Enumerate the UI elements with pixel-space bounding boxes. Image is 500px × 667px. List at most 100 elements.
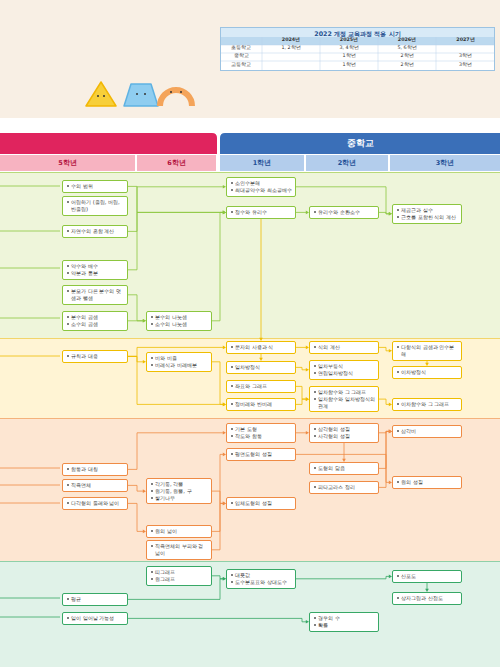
topic-box: 일차방정식 (226, 361, 296, 374)
table-cell: 초등학교 (231, 46, 251, 51)
connector-line (128, 320, 143, 321)
node-text: 일차부등식 (313, 363, 375, 370)
topic-box: 다항식의 곱셈과 인수분해 (392, 341, 462, 361)
top-ground (0, 0, 500, 118)
connector-line (296, 454, 389, 482)
connector-line (296, 399, 306, 404)
node-text: 띠그래프 (150, 569, 208, 576)
node-text: 일차방정식 (230, 364, 292, 371)
node-text: 일차함수와 일차방정식의 관계 (313, 396, 375, 410)
connector-line (128, 186, 223, 212)
node-text: 최대공약수와 최소공배수 (230, 187, 292, 194)
connector-line (379, 399, 389, 404)
connector (379, 212, 392, 216)
node-text: 정비례와 반비례 (230, 401, 292, 408)
node-text: 확률 (313, 622, 375, 629)
topic-box: 입체도형의 성질 (226, 497, 296, 510)
band-edge (0, 172, 500, 173)
connector-line (427, 583, 428, 589)
node-text: 원의 넓이 (150, 528, 208, 535)
topic-box: 약수와 배수약분과 통분 (62, 260, 128, 280)
table-year: 2026년 (398, 38, 416, 43)
node-text: 1학년 (253, 159, 272, 167)
node-text: 분수의 나눗셈 (150, 314, 208, 321)
connector (128, 295, 146, 323)
connector (212, 211, 226, 321)
connector-line (427, 361, 428, 364)
node-text: 유리수와 순환소수 (313, 209, 375, 216)
topic-box: 평균 (62, 593, 128, 606)
node-text: 제곱근과 실수 (396, 207, 458, 214)
node-text: 수의 범위 (66, 183, 124, 190)
node-text: 각기둥, 각뿔 (150, 481, 208, 488)
topic-box: 이차방정식 (392, 366, 462, 379)
topic-box: 규칙과 대응 (62, 350, 128, 363)
connector-line (296, 212, 306, 213)
table-body (220, 45, 495, 71)
topic-box: 자연수의 혼합 계산 (62, 225, 128, 238)
node-text: 사각형의 성질 (313, 433, 375, 440)
eye (144, 93, 146, 95)
node-text: 정수와 유리수 (230, 209, 292, 216)
node-text: 도수분포표와 상대도수 (230, 579, 292, 586)
connector-line (128, 356, 143, 361)
topic-box: 직육면체의 부피와 겉넓이 (146, 540, 212, 560)
table-grid (220, 37, 495, 71)
connector (212, 362, 226, 406)
connector-line (212, 454, 223, 531)
topic-box: 다각형의 둘레와 넓이 (62, 497, 128, 510)
connector-line (212, 491, 223, 503)
node-text: 피타고라스 정리 (313, 484, 375, 491)
connector (379, 430, 392, 488)
trapezoid-character (124, 84, 158, 106)
band-edge (0, 338, 500, 339)
table-cell: 1학년 (342, 63, 355, 68)
node-text: 다항식의 곱셈과 인수분해 (396, 344, 458, 358)
node-text: 직육면체 (66, 482, 124, 489)
connector (128, 319, 146, 323)
node-text: 식의 계산 (313, 344, 375, 351)
node-text: 이차방정식 (396, 369, 458, 376)
connector (296, 346, 309, 350)
topic-box: 어림하기 (올림, 버림, 반올림) (62, 196, 128, 216)
topic-box: 원의 성질 (392, 476, 462, 489)
connector (128, 431, 226, 469)
node-text: 중학교 (347, 138, 374, 148)
band-algebra (0, 338, 500, 418)
node-text: 문자의 사용과 식 (230, 344, 292, 351)
topic-box: 일차부등식연립일차방정식 (309, 360, 379, 380)
connector (296, 397, 309, 404)
connector-line (379, 431, 389, 468)
topic-box: 이차함수와 그 그래프 (392, 398, 462, 411)
node-text: 합동과 대칭 (66, 466, 124, 473)
table-cell: 3, 4학년 (339, 46, 358, 51)
connector (128, 185, 226, 270)
topic-box: 유리수와 순환소수 (309, 206, 379, 219)
connector-line (128, 503, 143, 531)
connector-line (128, 485, 143, 491)
topic-box: 정비례와 반비례 (226, 398, 296, 411)
node-text: 좌표와 그래프 (230, 383, 292, 390)
node-text: 비례식과 비례배분 (150, 362, 208, 369)
topic-box: 분모가 다른 분수의 덧셈과 뺄셈 (62, 285, 128, 305)
connector (259, 219, 263, 341)
table-cell: 중학교 (234, 54, 249, 59)
grade-cell (390, 155, 500, 171)
connector-line (296, 432, 306, 433)
connector (379, 430, 392, 469)
connector-line (344, 443, 345, 460)
node-text: 이차함수와 그 그래프 (396, 401, 458, 408)
eye (136, 93, 138, 95)
topic-box: 피타고라스 정리 (309, 481, 379, 494)
node-text: 분모가 다른 분수의 덧셈과 뺄셈 (66, 288, 124, 302)
topic-box: 띠그래프원그래프 (146, 566, 212, 586)
connector (128, 503, 146, 533)
node-text: 소인수분해 (230, 180, 292, 187)
topic-box: 합동과 대칭 (62, 463, 128, 476)
topic-box: 평면도형의 성질 (226, 448, 296, 461)
connector-line (212, 576, 223, 579)
grade-header: 5학년 (0, 155, 135, 171)
grade-cell (0, 155, 135, 171)
grade-cell (220, 155, 304, 171)
